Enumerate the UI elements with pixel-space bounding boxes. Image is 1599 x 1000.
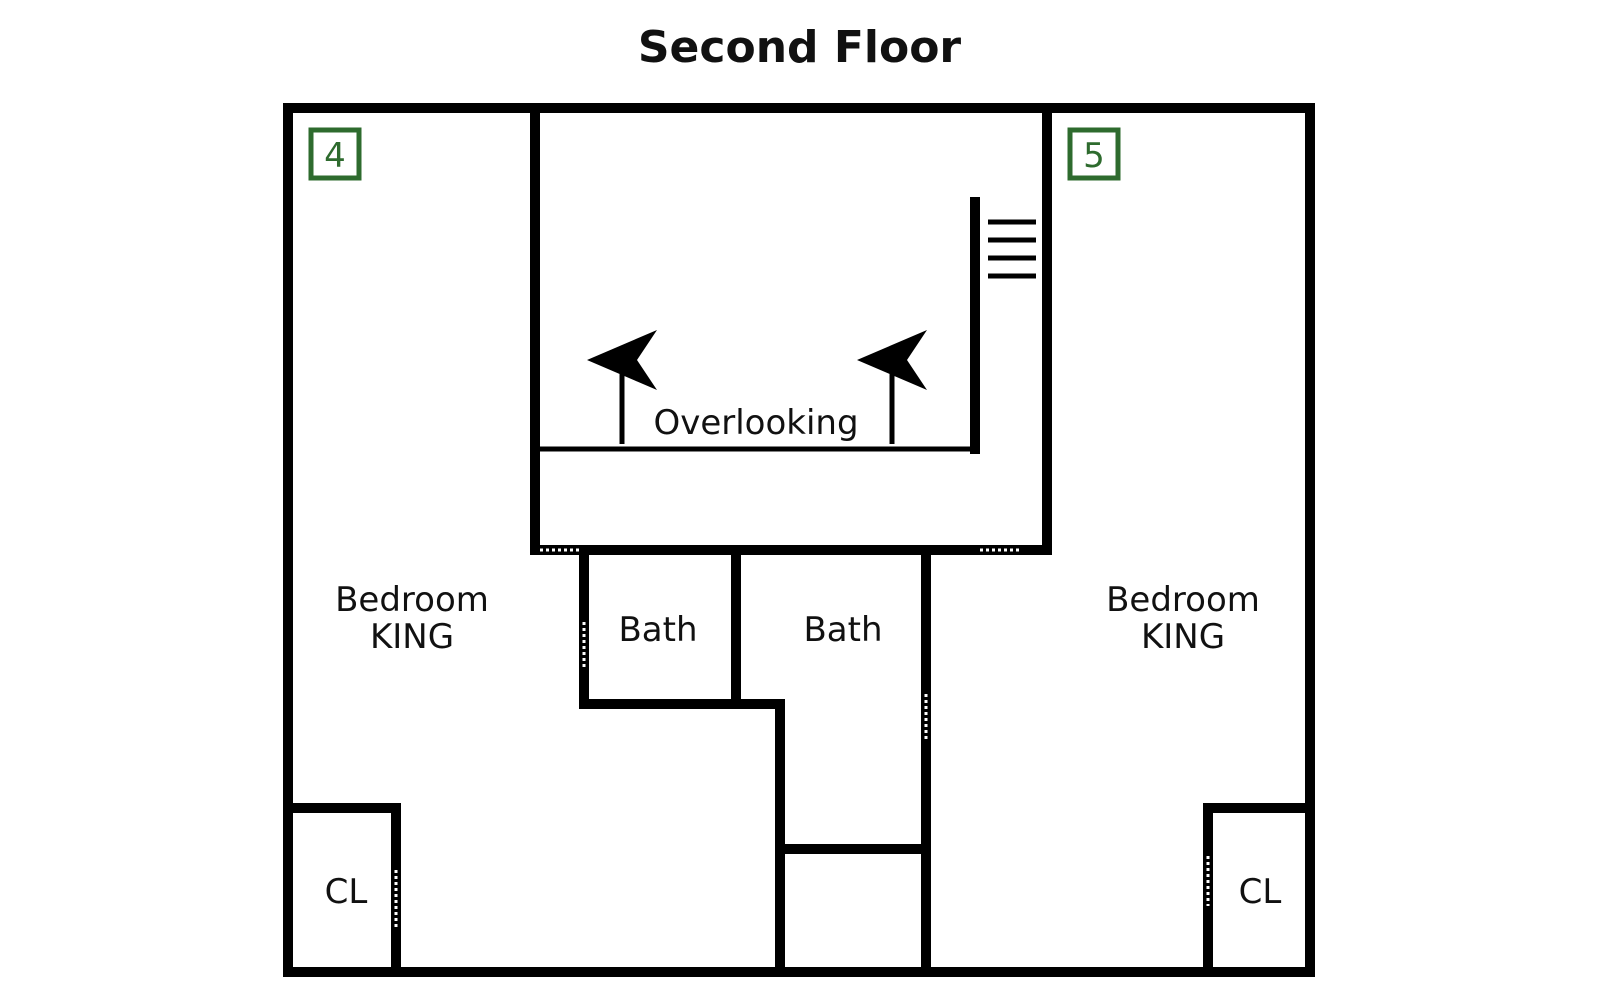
room-number-badge	[308, 127, 362, 181]
room-number-5: 5	[1083, 136, 1105, 176]
door-markers	[394, 548, 1210, 930]
outer-wall	[283, 103, 1315, 977]
stairs-icon	[988, 219, 1036, 279]
floor-title: Second Floor	[637, 22, 962, 73]
overlook-label: Overlooking	[653, 403, 858, 443]
bath-right-label: Bath	[803, 610, 882, 650]
bedroom-left-bed-label: KING	[370, 617, 454, 657]
room-number-4: 4	[324, 136, 346, 176]
closet-right-label: CL	[1239, 872, 1282, 912]
bedroom-left-label: Bedroom	[335, 580, 489, 620]
bedroom-right-label: Bedroom	[1106, 580, 1260, 620]
closet-right-wall	[1203, 803, 1315, 977]
bedroom-right-bed-label: KING	[1141, 617, 1225, 657]
bath-left-label: Bath	[618, 610, 697, 650]
closet-left-wall	[283, 803, 401, 977]
closet-left-label: CL	[325, 872, 368, 912]
room-number-badge	[1067, 127, 1121, 181]
